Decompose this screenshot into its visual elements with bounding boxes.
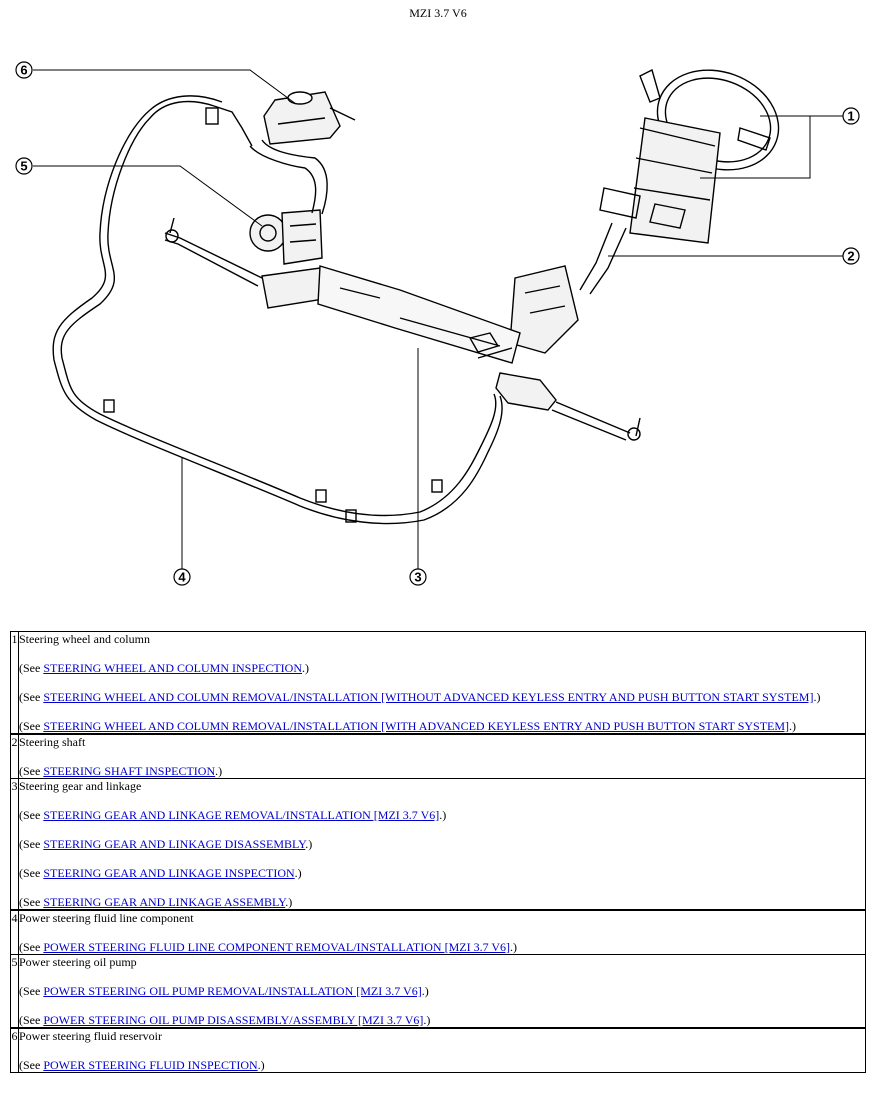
reference-link[interactable]: STEERING WHEEL AND COLUMN INSPECTION [43, 661, 302, 675]
reference: (See STEERING WHEEL AND COLUMN INSPECTIO… [19, 661, 309, 675]
callout-2: 2 [842, 247, 860, 265]
reference: (See POWER STEERING OIL PUMP REMOVAL/INS… [19, 984, 429, 998]
callout-1: 1 [842, 107, 860, 125]
svg-text:6: 6 [20, 63, 27, 78]
reference-link[interactable]: STEERING GEAR AND LINKAGE INSPECTION [43, 866, 295, 880]
svg-text:4: 4 [178, 570, 186, 585]
reference-link[interactable]: POWER STEERING OIL PUMP REMOVAL/INSTALLA… [43, 984, 422, 998]
reference-link[interactable]: STEERING WHEEL AND COLUMN REMOVAL/INSTAL… [43, 690, 814, 704]
reference: (See STEERING GEAR AND LINKAGE REMOVAL/I… [19, 808, 447, 822]
reference: (See STEERING GEAR AND LINKAGE ASSEMBLY.… [19, 895, 293, 909]
part-name: Steering gear and linkage [19, 779, 142, 793]
reference-link[interactable]: POWER STEERING FLUID INSPECTION [43, 1058, 258, 1072]
callout-6: 6 [15, 61, 33, 79]
steering-gear-drawing [261, 265, 557, 411]
row-number: 6 [10, 1027, 19, 1073]
row-number: 2 [10, 733, 19, 779]
part-name: Power steering fluid line component [19, 911, 194, 925]
reference-link[interactable]: POWER STEERING FLUID LINE COMPONENT REMO… [43, 940, 511, 954]
part-name: Steering wheel and column [19, 632, 150, 646]
part-name: Power steering oil pump [19, 955, 137, 969]
svg-text:1: 1 [847, 109, 854, 124]
fluid-reservoir-drawing [263, 91, 356, 145]
steering-shaft-drawing [509, 222, 627, 354]
reference-link[interactable]: STEERING GEAR AND LINKAGE REMOVAL/INSTAL… [43, 808, 440, 822]
reference: (See STEERING WHEEL AND COLUMN REMOVAL/I… [19, 690, 821, 704]
row-number: 5 [10, 954, 19, 1029]
table-row: 6 Power steering fluid reservoir (See PO… [10, 1027, 866, 1073]
reference: (See STEERING GEAR AND LINKAGE INSPECTIO… [19, 866, 302, 880]
reference: (See POWER STEERING FLUID INSPECTION.) [19, 1058, 265, 1072]
table-row: 1 Steering wheel and column (See STEERIN… [10, 631, 866, 735]
table-row: 2 Steering shaft (See STEERING SHAFT INS… [10, 733, 866, 779]
row-number: 4 [10, 909, 19, 955]
callout-5: 5 [15, 157, 33, 175]
row-description: Power steering fluid reservoir (See POWE… [18, 1027, 866, 1073]
reference: (See POWER STEERING OIL PUMP DISASSEMBLY… [19, 1013, 431, 1027]
reference-link[interactable]: STEERING GEAR AND LINKAGE ASSEMBLY [43, 895, 286, 909]
table-row: 4 Power steering fluid line component (S… [10, 909, 866, 955]
row-description: Steering gear and linkage (See STEERING … [18, 778, 866, 911]
page-title: MZI 3.7 V6 [409, 6, 467, 20]
steering-system-diagram: 6 5 1 2 4 3 [0, 28, 876, 600]
svg-text:2: 2 [847, 249, 854, 264]
tie-rods-drawing [164, 217, 641, 441]
row-description: Steering shaft (See STEERING SHAFT INSPE… [18, 733, 866, 779]
row-description: Power steering oil pump (See POWER STEER… [18, 954, 866, 1029]
callout-3: 3 [409, 568, 427, 586]
reference: (See POWER STEERING FLUID LINE COMPONENT… [19, 940, 518, 954]
reference: (See STEERING WHEEL AND COLUMN REMOVAL/I… [19, 719, 797, 733]
svg-text:5: 5 [20, 159, 27, 174]
part-name: Power steering fluid reservoir [19, 1029, 162, 1043]
steering-column-drawing [599, 117, 721, 244]
table-row: 3 Steering gear and linkage (See STEERIN… [10, 778, 866, 911]
reference: (See STEERING SHAFT INSPECTION.) [19, 764, 223, 778]
reference: (See STEERING GEAR AND LINKAGE DISASSEMB… [19, 837, 313, 851]
reference-link[interactable]: STEERING SHAFT INSPECTION [43, 764, 216, 778]
table-row: 5 Power steering oil pump (See POWER STE… [10, 954, 866, 1029]
reference-link[interactable]: STEERING GEAR AND LINKAGE DISASSEMBLY [43, 837, 306, 851]
reference-link[interactable]: STEERING WHEEL AND COLUMN REMOVAL/INSTAL… [43, 719, 790, 733]
row-number: 3 [10, 778, 19, 911]
part-name: Steering shaft [19, 735, 86, 749]
reference-link[interactable]: POWER STEERING OIL PUMP DISASSEMBLY/ASSE… [43, 1013, 424, 1027]
row-description: Power steering fluid line component (See… [18, 909, 866, 955]
svg-text:3: 3 [414, 570, 421, 585]
callout-4: 4 [173, 568, 191, 586]
parts-table: 1 Steering wheel and column (See STEERIN… [10, 631, 866, 1073]
row-description: Steering wheel and column (See STEERING … [18, 631, 866, 735]
oil-pump-drawing [249, 209, 323, 265]
row-number: 1 [10, 631, 19, 735]
fluid-lines-drawing [52, 95, 503, 525]
